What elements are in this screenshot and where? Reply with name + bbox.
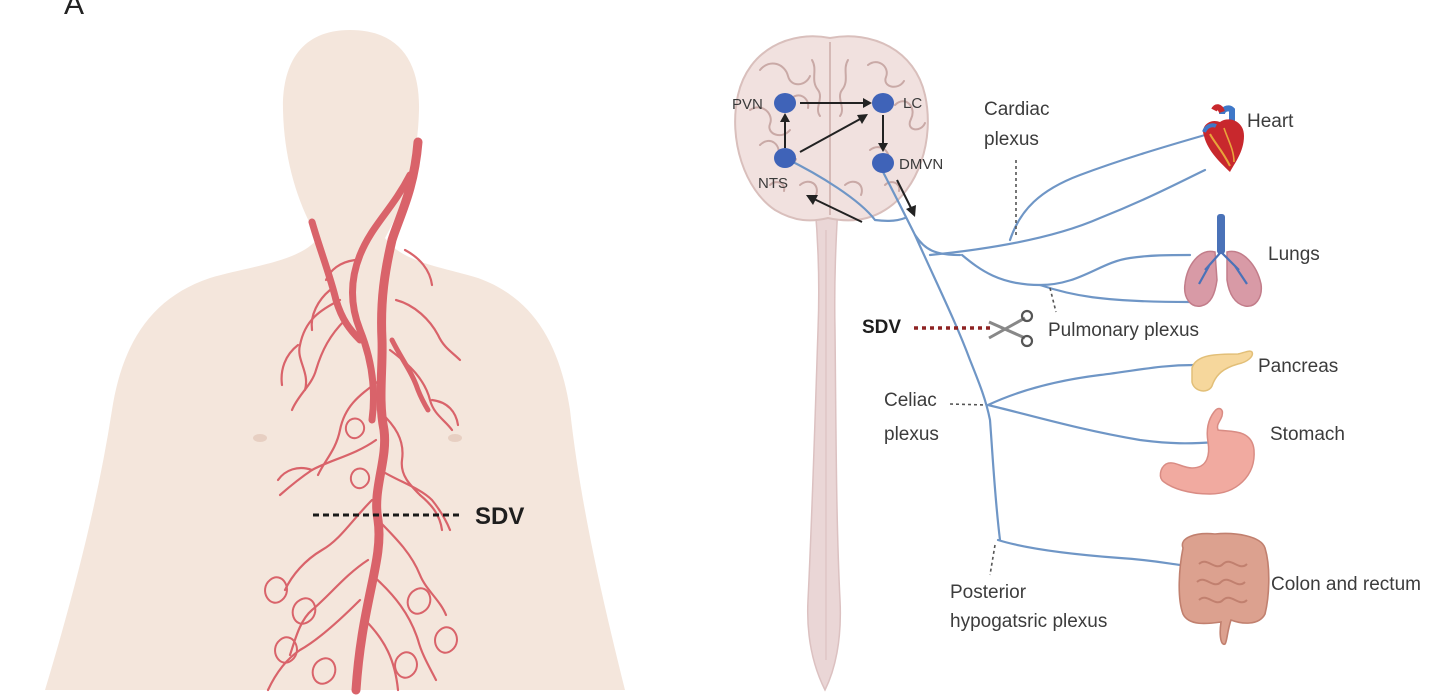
vagus-nerve-tree <box>264 137 462 695</box>
cardiac-branch-upper <box>1008 133 1207 242</box>
panel-label: A <box>64 0 84 21</box>
celiac-plexus-label-line1: Celiac <box>884 390 937 411</box>
pancreas-branch <box>986 363 1197 407</box>
colon-icon <box>1178 532 1270 646</box>
torso-illustration <box>45 30 625 690</box>
cardiac-branch-main <box>928 168 1207 257</box>
cardiac-plexus-label-line2: plexus <box>984 129 1039 150</box>
stomach-label: Stomach <box>1270 424 1345 445</box>
sdv-cut-marker: SDV <box>862 309 1034 348</box>
lungs-icon <box>1183 214 1263 307</box>
plexus-labels: Cardiac plexus Pulmonary plexus Celiac p… <box>884 99 1199 632</box>
abdominal-plexus-loops <box>264 417 458 685</box>
sdv-label-right: SDV <box>862 317 901 338</box>
heart-icon <box>1202 104 1244 172</box>
posterior-plexus-leader <box>989 544 996 576</box>
sdv-label-left: SDV <box>475 503 524 530</box>
nts-label: NTS <box>758 175 788 192</box>
right-vagus-trunk <box>351 137 423 695</box>
posterior-plexus-label-line2: hypogatsric plexus <box>950 611 1107 632</box>
lungs-label: Lungs <box>1268 244 1320 265</box>
lc-nucleus <box>872 93 894 113</box>
nts-to-lc-arrow <box>799 117 863 153</box>
left-nipple <box>253 434 267 442</box>
nts-fiber <box>783 156 907 222</box>
pvn-nucleus <box>774 93 796 113</box>
celiac-plexus-label-line2: plexus <box>884 424 939 445</box>
dmvn-nucleus <box>872 153 894 173</box>
colon-branch <box>996 538 1182 567</box>
body-silhouette <box>45 30 625 690</box>
spinal-cord <box>806 204 842 692</box>
scissors-icon <box>988 309 1034 348</box>
pulmonary-plexus-leader <box>1049 287 1057 313</box>
heart-label: Heart <box>1247 111 1294 132</box>
pulmonary-plexus-label: Pulmonary plexus <box>1048 320 1199 341</box>
right-nipple <box>448 434 462 442</box>
brain <box>734 35 929 222</box>
descending-vagus-fiber <box>913 233 1002 542</box>
left-cervical-branch <box>308 218 364 344</box>
stomach-icon <box>1159 407 1255 495</box>
stomach-branch <box>986 403 1217 445</box>
colon-label: Colon and rectum <box>1271 574 1421 595</box>
afferent-arrow <box>811 197 863 223</box>
recurrent-branch <box>389 337 431 413</box>
pancreas-icon <box>1191 350 1254 392</box>
pancreas-label: Pancreas <box>1258 356 1338 377</box>
cardiac-plexus-label-line1: Cardiac <box>984 99 1049 120</box>
pulmonary-branch-lower <box>1038 283 1192 304</box>
brain-and-spinal-cord <box>734 35 929 692</box>
lc-label: LC <box>903 95 922 112</box>
left-vagus-trunk <box>348 171 414 424</box>
brainstem-nuclei: PVN LC NTS DMVN <box>732 93 943 223</box>
pulmonary-branch-upper <box>960 253 1192 287</box>
celiac-plexus-leader <box>949 403 987 406</box>
efferent-arrow <box>896 179 913 211</box>
pvn-label: PVN <box>732 96 763 113</box>
posterior-plexus-label-line1: Posterior <box>950 582 1027 603</box>
nts-nucleus <box>774 148 796 168</box>
vagus-fine-branches <box>266 248 462 692</box>
dmvn-label: DMVN <box>899 156 943 173</box>
